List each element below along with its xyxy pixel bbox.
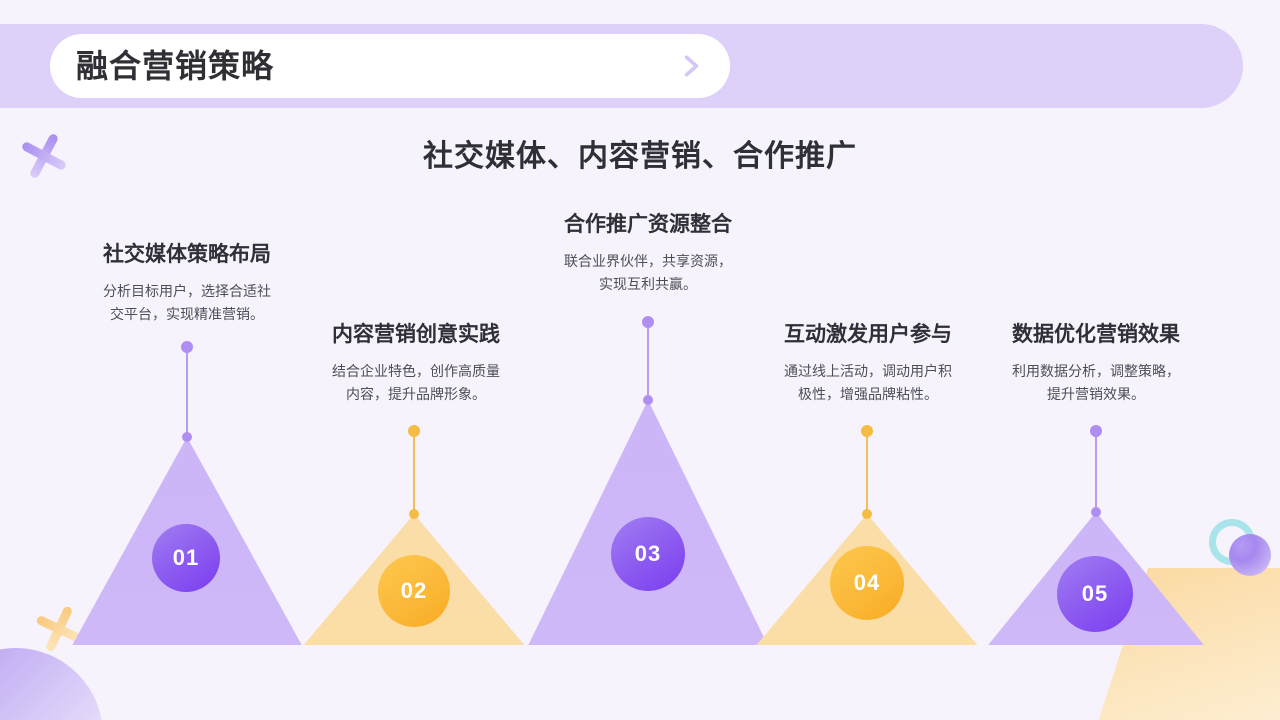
item-02-title: 内容营销创意实践 — [332, 323, 500, 346]
badge-03-label: 03 — [634, 541, 662, 566]
chevron-right-icon — [684, 55, 699, 77]
connector-05 — [1090, 425, 1102, 517]
item-05-desc: 利用数据分析，调整策略，提升营销效果。 — [1012, 363, 1180, 403]
badge-05-label: 05 — [1081, 581, 1109, 606]
badge-04-label: 04 — [853, 570, 881, 595]
item-01-title: 社交媒体策略布局 — [103, 243, 271, 266]
connector-03 — [642, 316, 654, 405]
item-05-text-block: 数据优化营销效果 利用数据分析，调整策略，提升营销效果。 — [972, 322, 1220, 406]
item-04-desc: 通过线上活动，调动用户积极性，增强品牌粘性。 — [784, 363, 952, 403]
item-03-title: 合作推广资源整合 — [564, 213, 732, 236]
item-01-desc: 分析目标用户，选择合适社交平台，实现精准营销。 — [103, 283, 271, 323]
badge-04[interactable]: 04 — [830, 546, 904, 620]
connector-01 — [181, 341, 193, 442]
subtitle: 社交媒体、内容营销、合作推广 — [423, 140, 857, 173]
item-02-desc: 结合企业特色，创作高质量内容，提升品牌形象。 — [332, 363, 500, 403]
title-pill: 融合营销策略 — [50, 34, 730, 98]
item-04-text-block: 互动激发用户参与 通过线上活动，调动用户积极性，增强品牌粘性。 — [744, 322, 992, 406]
connector-04 — [861, 425, 873, 519]
badge-01[interactable]: 01 — [152, 524, 220, 592]
item-01-text-block: 社交媒体策略布局 分析目标用户，选择合适社交平台，实现精准营销。 — [62, 242, 312, 326]
item-03-text-block: 合作推广资源整合 联合业界伙伴，共享资源，实现互利共赢。 — [524, 212, 772, 296]
page-title: 融合营销策略 — [76, 48, 275, 84]
item-03-desc: 联合业界伙伴，共享资源，实现互利共赢。 — [564, 253, 732, 293]
badge-02[interactable]: 02 — [378, 555, 450, 627]
badge-05[interactable]: 05 — [1057, 556, 1133, 632]
connector-02 — [408, 425, 420, 519]
badge-02-label: 02 — [400, 578, 428, 603]
item-05-title: 数据优化营销效果 — [1012, 323, 1180, 346]
badge-01-label: 01 — [172, 545, 200, 570]
badge-03[interactable]: 03 — [611, 517, 685, 591]
item-02-text-block: 内容营销创意实践 结合企业特色，创作高质量内容，提升品牌形象。 — [292, 322, 540, 406]
item-04-title: 互动激发用户参与 — [784, 323, 952, 346]
